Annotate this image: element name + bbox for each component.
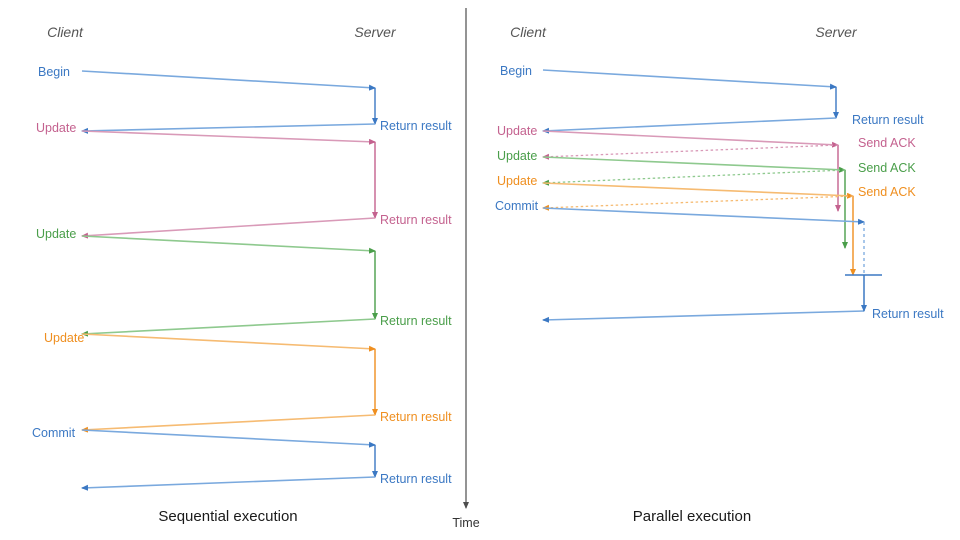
message-label-parallel-3: Send ACK (858, 136, 916, 150)
message-arrow-parallel-6 (542, 182, 854, 199)
message-arrow-sequential-3 (81, 217, 376, 239)
message-label-parallel-6: Update (497, 174, 537, 188)
message-label-parallel-9: Return result (872, 307, 944, 321)
lane-title-server-parallel: Server (815, 24, 858, 40)
message-label-sequential-3: Return result (380, 213, 452, 227)
message-label-parallel-8: Commit (495, 199, 539, 213)
message-label-sequential-7: Return result (380, 410, 452, 424)
message-arrow-sequential-0 (81, 70, 376, 91)
message-label-sequential-0: Begin (38, 65, 70, 79)
message-arrow-sequential-5 (81, 318, 376, 337)
message-arrow-sequential-2 (81, 130, 376, 145)
message-label-parallel-1: Return result (852, 113, 924, 127)
message-label-parallel-5: Send ACK (858, 161, 916, 175)
message-label-parallel-2: Update (497, 124, 537, 138)
message-arrow-parallel-4 (542, 156, 846, 173)
message-label-sequential-6: Update (44, 331, 84, 345)
message-label-sequential-4: Update (36, 227, 76, 241)
message-arrow-parallel-3 (542, 144, 839, 160)
message-label-parallel-7: Send ACK (858, 185, 916, 199)
message-arrow-parallel-0 (542, 69, 837, 90)
message-label-sequential-5: Return result (380, 314, 452, 328)
message-arrow-parallel-9 (542, 310, 865, 323)
message-arrow-parallel-1 (542, 117, 837, 134)
message-arrow-sequential-6 (81, 333, 376, 352)
message-arrow-sequential-1 (81, 123, 376, 134)
lane-title-client-parallel: Client (510, 24, 547, 40)
lane-title-client-sequential: Client (47, 24, 84, 40)
message-label-sequential-2: Update (36, 121, 76, 135)
message-label-sequential-8: Commit (32, 426, 76, 440)
message-arrow-sequential-8 (81, 429, 376, 448)
message-arrow-sequential-4 (81, 235, 376, 254)
message-label-sequential-1: Return result (380, 119, 452, 133)
caption-sequential: Sequential execution (158, 508, 297, 525)
message-arrow-sequential-9 (81, 476, 376, 491)
message-arrow-parallel-7 (542, 195, 854, 211)
lane-title-server-sequential: Server (354, 24, 397, 40)
message-arrow-parallel-5 (542, 169, 846, 186)
message-arrow-parallel-2 (542, 130, 839, 148)
message-label-sequential-9: Return result (380, 472, 452, 486)
message-arrow-parallel-8 (542, 207, 865, 225)
message-arrow-sequential-7 (81, 414, 376, 433)
time-axis-label: Time (452, 516, 479, 530)
message-label-parallel-4: Update (497, 149, 537, 163)
message-label-parallel-0: Begin (500, 64, 532, 78)
caption-parallel: Parallel execution (633, 508, 751, 525)
